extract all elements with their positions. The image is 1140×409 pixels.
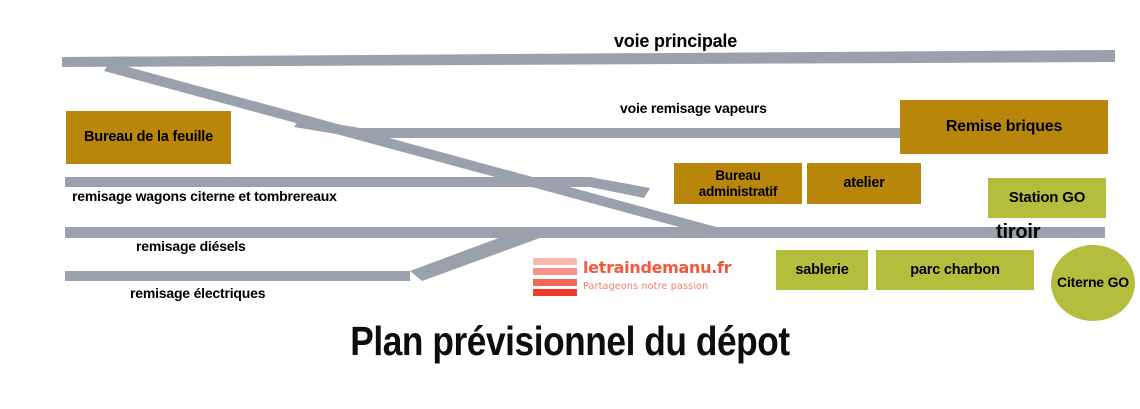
building-atelier[interactable]: atelier	[807, 163, 921, 204]
label-remisage-wagons-citerne: remisage wagons citerne et tombrereaux	[72, 188, 337, 204]
track-voie-principale	[62, 50, 1115, 67]
logo-bar-4	[533, 288, 577, 296]
track-remisage-wagons	[65, 177, 590, 187]
logo-tagline: Partageons notre passion	[583, 281, 709, 292]
label-remisage-diesels: remisage diésels	[136, 238, 246, 254]
building-bureau-de-la-feuille[interactable]: Bureau de la feuille	[66, 111, 231, 164]
track-remisage-electriques	[65, 271, 410, 281]
label-voie-remisage-vapeurs: voie remisage vapeurs	[620, 100, 767, 116]
letraindemanu-logo[interactable]: letraindemanu.fr Partageons notre passio…	[533, 257, 733, 301]
track-voie-remisage-vapeurs	[360, 128, 905, 138]
track-remisage-diesels	[65, 227, 1105, 238]
logo-wordmark: letraindemanu.fr	[583, 258, 732, 277]
building-bureau-administratif[interactable]: Bureau administratif	[674, 163, 802, 204]
logo-bar-2	[533, 268, 577, 276]
track-wagons-turnout	[590, 177, 650, 198]
building-station-go[interactable]: Station GO	[988, 178, 1106, 218]
building-remise-briques[interactable]: Remise briques	[900, 100, 1108, 154]
label-tiroir: tiroir	[996, 221, 1041, 243]
logo-bar-1	[533, 258, 577, 265]
page-title: Plan prévisionnel du dépot	[350, 318, 790, 364]
logo-bar-3	[533, 278, 577, 286]
label-remisage-electriques: remisage électriques	[130, 285, 266, 301]
logo-bars-icon	[533, 258, 577, 296]
building-citerne-go[interactable]: Citerne GO	[1051, 245, 1135, 321]
building-parc-charbon[interactable]: parc charbon	[876, 250, 1034, 290]
building-sablerie[interactable]: sablerie	[776, 250, 868, 290]
track-vapeurs-turnout	[294, 118, 360, 138]
label-voie-principale: voie principale	[614, 31, 738, 51]
